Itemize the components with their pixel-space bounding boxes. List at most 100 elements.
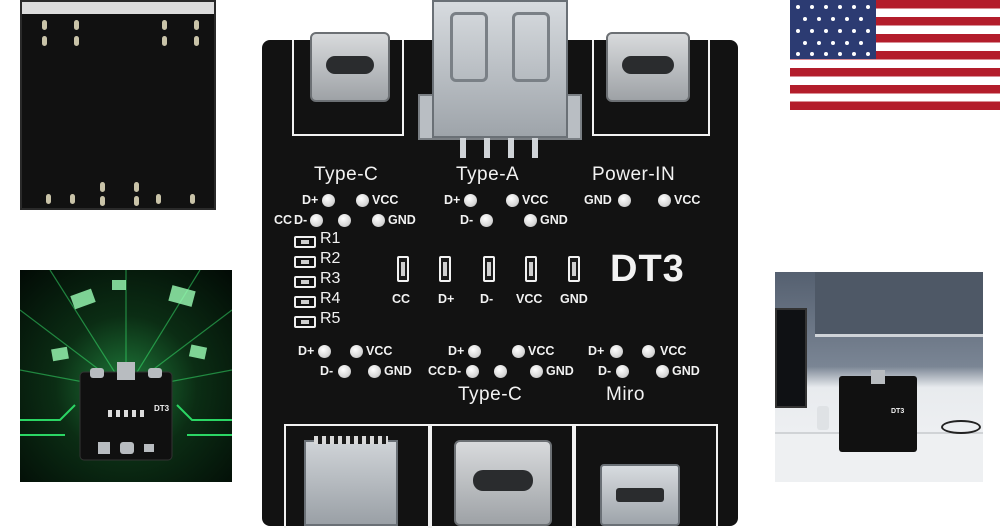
pin-label-vcc: VCC (372, 193, 399, 207)
type-a-port (432, 0, 568, 138)
pin-label-gnd: GND (384, 364, 412, 378)
glow-render-thumbnail[interactable]: DT3 (20, 270, 232, 482)
led-dplus (439, 256, 451, 282)
type-c-top-outline (292, 40, 404, 136)
pin-label-gnd: GND (546, 364, 574, 378)
test-point-gnd (524, 214, 537, 227)
solder-pad (162, 36, 167, 46)
pin-label-vcc: VCC (366, 344, 393, 358)
test-point-dminus (310, 214, 323, 227)
pin-label-vcc: VCC (674, 193, 701, 207)
pin-label-gnd: GND (584, 193, 612, 207)
label-r1: R1 (320, 230, 341, 247)
test-point-vcc (658, 194, 671, 207)
label-type-c-top: Type-C (314, 164, 379, 185)
led-label-gnd: GND (560, 292, 588, 306)
resistor-r2 (294, 256, 316, 268)
lightning-outline (284, 424, 430, 528)
led-cc (397, 256, 409, 282)
test-point-dplus (318, 345, 331, 358)
desk-scene-thumbnail[interactable]: DT3 (775, 272, 983, 482)
solder-pad (194, 20, 199, 30)
solder-pad (74, 20, 79, 30)
solder-pad (100, 196, 105, 206)
power-in-outline (592, 40, 710, 136)
label-r4: R4 (320, 290, 341, 307)
board-on-desk (839, 376, 917, 452)
pin-label-dplus: D+ (302, 193, 319, 207)
pin-label-dminus: D- (598, 364, 612, 378)
resistor-r4 (294, 296, 316, 308)
type-c-top-port (310, 32, 390, 102)
solder-pad (70, 194, 75, 204)
test-point-vcc (356, 194, 369, 207)
label-power-in: Power-IN (592, 164, 676, 185)
type-a-spring-left (450, 12, 488, 82)
board-model-label: DT3 (610, 248, 685, 290)
led-vcc (525, 256, 537, 282)
solder-pad (194, 36, 199, 46)
resistor-r1 (294, 236, 316, 248)
test-point-cc (494, 365, 507, 378)
pin-label-cc: CC (274, 213, 293, 227)
back-view-thumbnail[interactable] (20, 0, 216, 210)
test-point-gnd (372, 214, 385, 227)
test-point-vcc (642, 345, 655, 358)
lightning-pins (314, 436, 388, 444)
test-point-dplus (322, 194, 335, 207)
solder-pad (42, 20, 47, 30)
test-point-cc (338, 214, 351, 227)
label-type-a: Type-A (456, 164, 520, 185)
monitor (775, 308, 807, 408)
test-point-gnd (530, 365, 543, 378)
pin-label-vcc: VCC (522, 193, 549, 207)
cable (941, 420, 981, 434)
connector-strip (22, 2, 214, 14)
pin-label-dplus: D+ (448, 344, 465, 358)
pin-label-gnd: GND (540, 213, 568, 227)
type-a-pin (484, 138, 490, 158)
test-point-dplus (464, 194, 477, 207)
test-point-gnd (368, 365, 381, 378)
resistor-r3 (294, 276, 316, 288)
type-a-spring-right (512, 12, 550, 82)
us-flag-image (790, 0, 1000, 110)
test-point-dminus (466, 365, 479, 378)
board-usb-a (871, 370, 885, 384)
pin-label-vcc: VCC (528, 344, 555, 358)
led-gnd (568, 256, 580, 282)
type-c-bottom-outline (430, 424, 574, 528)
solder-pad (134, 182, 139, 192)
pin-label-cc: CC (428, 364, 447, 378)
test-point-dplus (468, 345, 481, 358)
test-point-gnd (656, 365, 669, 378)
type-c-bottom-port (454, 440, 552, 526)
label-r5: R5 (320, 310, 341, 327)
led-label-dplus: D+ (438, 292, 455, 306)
pin-label-gnd: GND (672, 364, 700, 378)
test-point-dminus (616, 365, 629, 378)
pin-label-dplus: D+ (444, 193, 461, 207)
micro-usb-slot (616, 488, 664, 502)
led-label-dminus: D- (480, 292, 494, 306)
pin-label-dplus: D+ (588, 344, 605, 358)
label-micro: Miro (606, 384, 645, 405)
label-r2: R2 (320, 250, 341, 267)
lightning-port (304, 436, 398, 526)
micro-usb-outline (574, 424, 718, 528)
test-point-gnd (618, 194, 631, 207)
dt3-test-board: Type-C Type-A Power-IN D+ VCC CC D- GND … (262, 0, 738, 528)
type-a-pin (460, 138, 466, 158)
solder-pad (134, 196, 139, 206)
pin-label-dplus: D+ (298, 344, 315, 358)
test-point-vcc (512, 345, 525, 358)
room-board-model: DT3 (891, 408, 905, 415)
test-point-dminus (480, 214, 493, 227)
led-dminus (483, 256, 495, 282)
solder-pad (100, 182, 105, 192)
test-point-dplus (610, 345, 623, 358)
solder-pad (190, 194, 195, 204)
type-a-pin (532, 138, 538, 158)
label-r3: R3 (320, 270, 341, 287)
solder-pad (42, 36, 47, 46)
